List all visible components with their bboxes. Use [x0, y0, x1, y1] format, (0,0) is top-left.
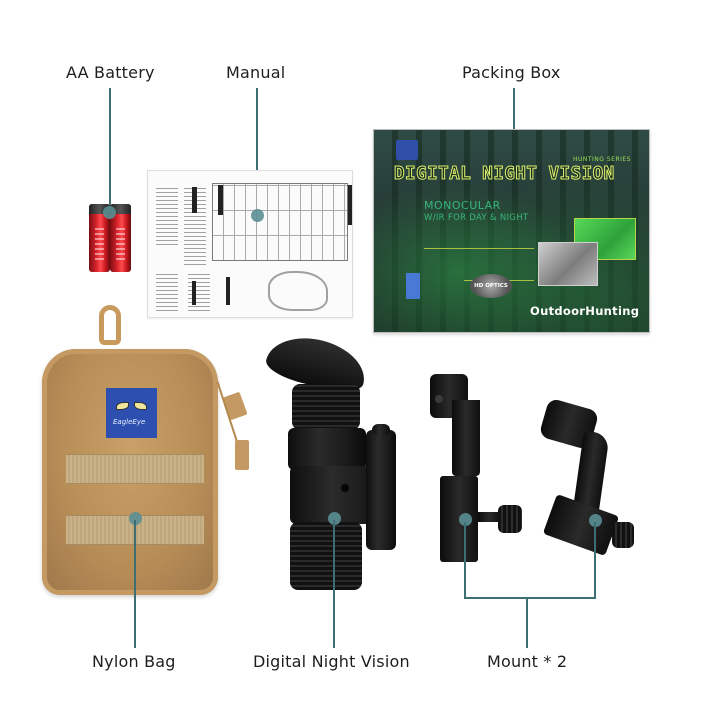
monocular-objective-lens	[290, 522, 362, 590]
bag-brand-patch: EagleEye	[106, 388, 157, 438]
mount-1-knob	[498, 505, 522, 533]
box-subtitle-1: MONOCULAR	[424, 199, 501, 212]
label-nylon-bag: Nylon Bag	[92, 652, 176, 671]
callout-dot-night-vision	[328, 512, 341, 525]
monocular-battery-compartment	[366, 430, 396, 550]
monocular-body	[288, 428, 366, 470]
box-series-text: HUNTING SERIES	[572, 156, 631, 163]
callout-line-bag	[134, 520, 136, 648]
bag-molle-strap-top	[66, 454, 204, 484]
callout-line-mount-bracket	[464, 597, 596, 599]
callout-dot-battery	[103, 206, 116, 219]
packing-box-image: HUNTING SERIES DIGITAL NIGHT VISION MONO…	[373, 129, 650, 333]
box-photo-gray	[538, 242, 598, 286]
owl-eyes-icon	[116, 402, 148, 412]
monocular-eyepiece-ring	[292, 384, 360, 430]
bag-carabiner-icon	[99, 305, 121, 345]
callout-dot-mount-2	[589, 514, 602, 527]
aa-battery-image	[89, 204, 131, 272]
bag-zipper-pull-2	[235, 440, 249, 470]
callout-line-mount-2	[594, 522, 596, 598]
nylon-bag-image: EagleEye	[42, 349, 218, 595]
label-digital-night-vision: Digital Night Vision	[253, 652, 410, 671]
callout-dot-bag	[129, 512, 142, 525]
brand-logo-icon	[396, 140, 418, 160]
label-packing-box: Packing Box	[462, 63, 561, 82]
callout-line-manual	[256, 88, 258, 214]
callout-line-mount-1	[464, 522, 466, 598]
box-subtitle-2: W/IR FOR DAY & NIGHT	[424, 213, 529, 223]
box-brand-text: OutdoorHunting	[530, 304, 640, 318]
callout-dot-manual	[251, 209, 264, 222]
bag-patch-text: EagleEye	[113, 418, 146, 426]
label-mount: Mount * 2	[487, 652, 568, 671]
callout-line-night-vision	[333, 520, 335, 648]
box-title-text: DIGITAL NIGHT VISION	[394, 164, 615, 185]
callout-line-battery	[109, 88, 111, 210]
mount-2-clamp	[542, 493, 620, 557]
mount-2-knob	[612, 522, 634, 548]
callout-dot-mount-1	[459, 513, 472, 526]
label-aa-battery: AA Battery	[66, 63, 155, 82]
box-hd-badge: HD OPTICS	[470, 274, 512, 298]
callout-line-mount-stem	[526, 597, 528, 648]
manual-image	[147, 170, 353, 318]
label-manual: Manual	[226, 63, 286, 82]
